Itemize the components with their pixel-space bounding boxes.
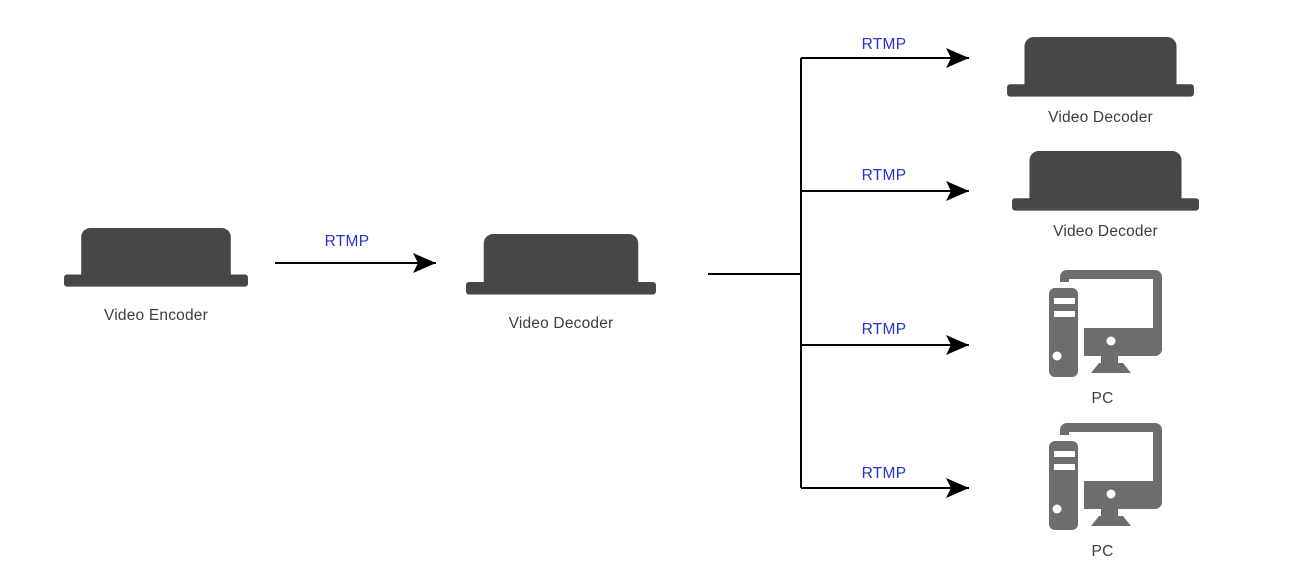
- pc-icon: [1043, 423, 1162, 536]
- node-label: Video Decoder: [1053, 222, 1158, 240]
- node-pc-1: PC: [1040, 270, 1165, 408]
- node-label: Video Decoder: [508, 314, 614, 332]
- pc-icon: [1043, 270, 1162, 383]
- video-decoder-icon: [1012, 151, 1199, 211]
- edge-label-rtmp: RTMP: [861, 167, 907, 184]
- edge-label-rtmp: RTMP: [861, 36, 907, 53]
- node-pc-2: PC: [1040, 423, 1165, 561]
- node-video-decoder-main: Video Decoder: [466, 234, 656, 333]
- node-label: Video Encoder: [103, 306, 208, 324]
- video-decoder-icon: [1007, 37, 1194, 97]
- node-video-decoder-2: Video Decoder: [1012, 151, 1199, 241]
- node-label: PC: [1091, 543, 1114, 560]
- node-video-decoder-1: Video Decoder: [1007, 37, 1194, 127]
- video-decoder-icon: [466, 234, 656, 295]
- edge-label-rtmp: RTMP: [861, 465, 907, 482]
- node-label: Video Decoder: [1048, 108, 1153, 126]
- node-video-encoder: Video Encoder: [64, 228, 248, 325]
- node-label: PC: [1091, 390, 1114, 407]
- video-encoder-icon: [64, 228, 248, 287]
- edge-label-rtmp: RTMP: [861, 321, 907, 338]
- edge-label-rtmp: RTMP: [324, 233, 370, 250]
